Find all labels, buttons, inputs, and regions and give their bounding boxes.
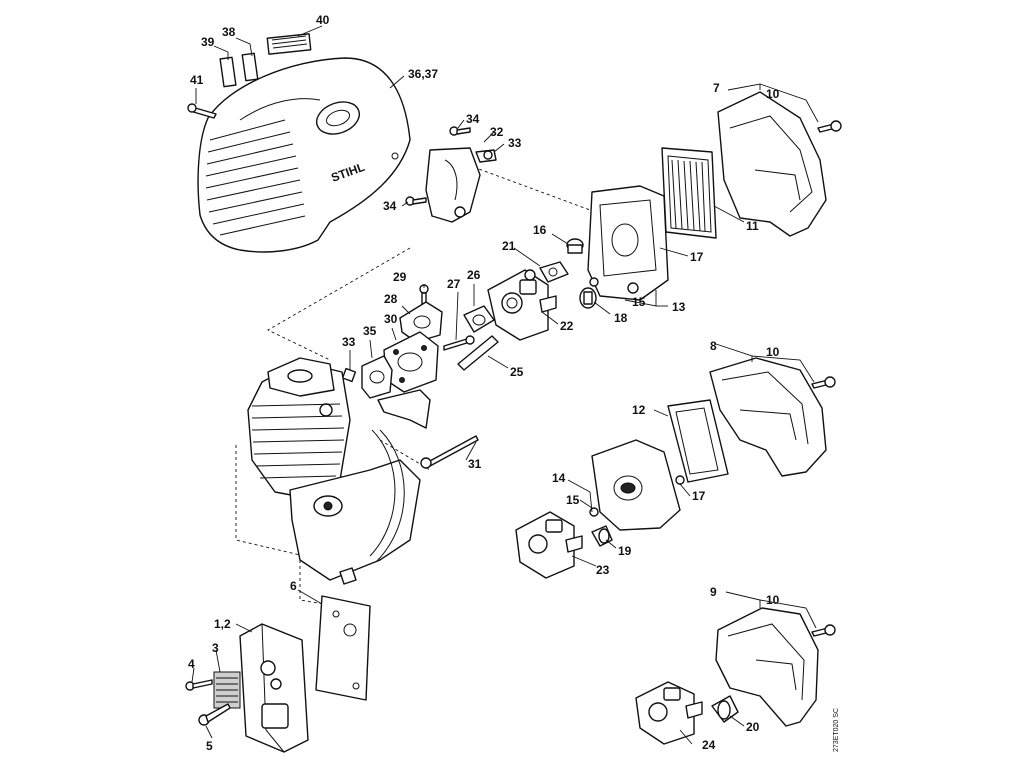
callout-17-top: 17 <box>690 250 704 264</box>
callout-41: 41 <box>190 73 204 87</box>
gasket-6 <box>315 595 371 701</box>
screw-10-bottom <box>811 624 836 637</box>
filter-base-13 <box>587 185 669 301</box>
callout-10-bottom: 10 <box>766 593 780 607</box>
engine-block <box>247 357 421 585</box>
callout-23: 23 <box>596 563 610 577</box>
callout-1-2: 1,2 <box>214 617 231 631</box>
air-filter-12 <box>667 399 729 483</box>
air-filter-11 <box>661 147 717 239</box>
callout-34-top: 34 <box>466 112 480 126</box>
washer-17-mid <box>675 475 685 485</box>
screw-41 <box>187 103 217 119</box>
callout-32: 32 <box>490 125 504 139</box>
callout-14: 14 <box>552 471 566 485</box>
carburetor-24 <box>635 681 703 745</box>
callout-24: 24 <box>702 738 716 752</box>
callout-39: 39 <box>201 35 215 49</box>
callout-17-mid: 17 <box>692 489 706 503</box>
filter-cover-8 <box>709 357 827 477</box>
callout-31: 31 <box>468 457 482 471</box>
carburetor-23 <box>515 511 583 579</box>
screw-4 <box>185 679 213 691</box>
callout-6: 6 <box>290 579 297 593</box>
plug-16 <box>566 238 584 254</box>
carburetor-22 <box>487 269 557 341</box>
callout-11: 11 <box>746 219 759 233</box>
choke-knob-20 <box>711 695 739 723</box>
callout-20: 20 <box>746 720 760 734</box>
intake-bracket <box>425 147 497 223</box>
callout-28: 28 <box>384 292 398 306</box>
callout-34-bottom: 34 <box>383 199 397 213</box>
screw-10-top <box>817 120 842 133</box>
screw-34-bottom <box>405 196 427 206</box>
flange-30 <box>383 331 439 393</box>
screen-3 <box>213 671 241 709</box>
callout-13: 13 <box>672 300 686 314</box>
callout-15-mid: 15 <box>566 493 580 507</box>
filter-base-14 <box>591 439 681 531</box>
screw-34-top <box>449 126 471 136</box>
callout-16: 16 <box>533 223 547 237</box>
shroud-vent-slots <box>205 119 306 236</box>
callout-29: 29 <box>393 270 407 284</box>
drawing-code: 273ET020 SC <box>833 708 840 752</box>
callout-26: 26 <box>467 268 481 282</box>
callout-22: 22 <box>560 319 574 333</box>
tube-25 <box>457 335 499 371</box>
callout-19: 19 <box>618 544 632 558</box>
callout-10-mid: 10 <box>766 345 780 359</box>
callout-18: 18 <box>614 311 628 325</box>
callout-30: 30 <box>384 312 398 326</box>
callout-35: 35 <box>363 324 377 338</box>
screw-10-mid <box>811 376 836 389</box>
callout-12: 12 <box>632 403 646 417</box>
washer-15-top <box>589 277 599 287</box>
callout-40: 40 <box>316 13 330 27</box>
callout-25: 25 <box>510 365 524 379</box>
manifold-28 <box>399 301 443 343</box>
callout-8: 8 <box>710 339 717 353</box>
engine-shroud: STIHL <box>197 57 411 253</box>
filter-cover-9 <box>715 607 819 727</box>
screw-5 <box>198 703 231 726</box>
leader-lines <box>191 25 819 745</box>
choke-knob-18 <box>579 287 597 309</box>
decals <box>219 33 312 88</box>
screw-27 <box>443 335 475 351</box>
callout-27: 27 <box>447 277 461 291</box>
filter-cover-7 <box>717 91 827 237</box>
nut-33-engine <box>341 367 357 383</box>
callout-7: 7 <box>713 81 720 95</box>
callout-38: 38 <box>222 25 236 39</box>
gasket-21 <box>539 261 569 283</box>
gasket-35 <box>361 355 393 399</box>
callout-4: 4 <box>188 657 195 671</box>
callout-5: 5 <box>206 739 213 753</box>
choke-knob-19 <box>591 525 613 547</box>
bolt-31 <box>420 435 479 469</box>
gasket-26 <box>463 305 495 333</box>
callout-3: 3 <box>212 641 219 655</box>
cylinder-fins <box>251 403 345 479</box>
callout-36-37: 36,37 <box>408 67 438 81</box>
callout-9: 9 <box>710 585 717 599</box>
callout-33-top: 33 <box>508 136 522 150</box>
callout-10-top: 10 <box>766 87 780 101</box>
callout-33-engine: 33 <box>342 335 356 349</box>
muffler-1-2 <box>239 623 309 753</box>
callout-15-top: 15 <box>632 295 646 309</box>
baffle-plate <box>377 389 431 429</box>
callout-21: 21 <box>502 239 516 253</box>
washer-15-mid <box>589 507 599 517</box>
callout-labels: 40 38 39 41 36,37 34 32 33 34 7 10 11 16… <box>188 13 780 753</box>
